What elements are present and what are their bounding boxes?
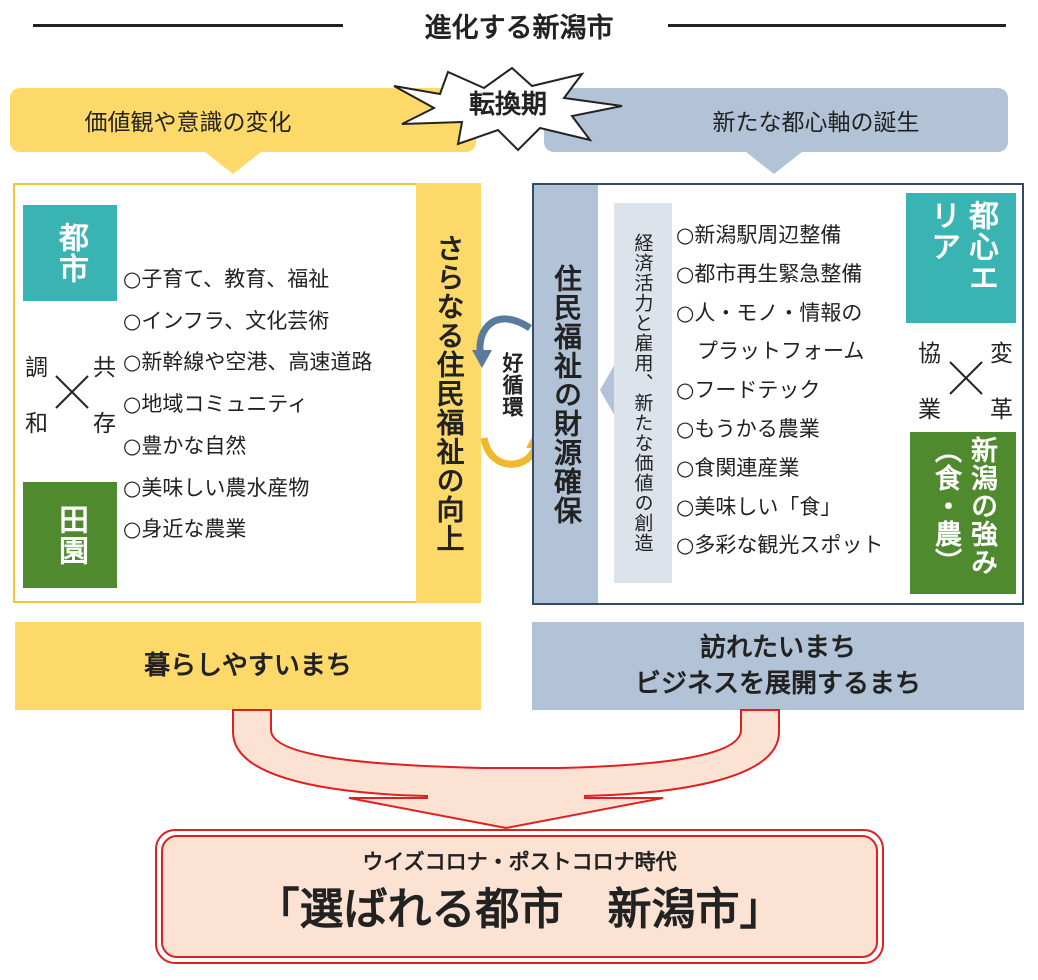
burst-shape (393, 66, 623, 152)
right-list-item: ○人・モノ・情報の (676, 300, 863, 325)
niigata-strength-label: 新潟の強み（食・農） (930, 436, 997, 576)
toshi-box: 都市 (23, 205, 117, 301)
right-list-item: ○新潟駅周辺整備 (676, 223, 842, 247)
right-vertical-label: 住民福祉の財源確保 (550, 263, 583, 525)
toshi-label: 都市 (53, 222, 88, 284)
left-list: ○子育て、教育、福祉 ○インフラ、文化芸術 ○新幹線や空港、高速道路 ○地域コミ… (123, 259, 372, 551)
right-list-item: ○食関連産業 (676, 455, 800, 480)
footer-right-line1: 訪れたいまち (699, 633, 856, 663)
transition-label: 転換期 (468, 90, 547, 120)
title-rule-left (33, 24, 343, 27)
bottom-box (155, 829, 884, 964)
right-list-item: ○もうかる農業 (676, 416, 820, 441)
footer-left: 暮らしやすいまち (15, 622, 481, 710)
left-list-item: ○豊かな自然 (123, 433, 247, 458)
arrow-down-left (205, 152, 261, 174)
toshin-area-box: 都心エリア (906, 193, 1016, 323)
left-list-item: ○地域コミュニティ (123, 392, 309, 417)
right-list-item: ○都市再生緊急整備 (676, 261, 863, 286)
right-cross-bl: 業 (918, 397, 941, 423)
right-cross-br: 革 (990, 397, 1013, 423)
merge-arrow (232, 709, 780, 830)
right-cross-tr: 変 (990, 341, 1013, 367)
bottom-headline: 「選ばれる都市 新潟市」 (255, 884, 784, 935)
cycle-label: 好循環 (500, 352, 524, 418)
left-cross-br: 存 (93, 411, 116, 437)
arrow-down-right (746, 152, 802, 174)
left-list-item: ○子育て、教育、福祉 (123, 267, 330, 291)
left-cross-mark (55, 375, 89, 409)
denen-label: 田園 (53, 504, 88, 566)
niigata-strength-box: 新潟の強み（食・農） (910, 432, 1016, 594)
right-vertical-band: 住民福祉の財源確保 (534, 185, 598, 603)
left-list-item: ○新幹線や空港、高速道路 (123, 350, 373, 375)
toshin-area-label: 都心エリア (925, 200, 998, 293)
inner-vertical-band: 経済活力と雇用、新たな価値の創造 (614, 203, 672, 583)
left-cross-tr: 共 (93, 355, 116, 381)
bottom-inner-box (161, 835, 878, 958)
bottom-subtitle: ウイズコロナ・ポストコロナ時代 (362, 850, 677, 874)
right-list: ○新潟駅周辺整備 ○都市再生緊急整備 ○人・モノ・情報の プラットフォーム ○フ… (676, 216, 883, 565)
left-list-item: ○身近な農業 (123, 517, 247, 542)
right-list-item: ○フードテック (676, 378, 821, 403)
footer-right-line2: ビジネスを展開するまち (634, 669, 921, 699)
left-cross-tl: 調 (25, 355, 48, 381)
right-list-item: ○美味しい「食」 (676, 494, 842, 519)
left-vertical-label: さらなる住民福祉の向上 (432, 233, 466, 553)
inner-vertical-label: 経済活力と雇用、新たな価値の創造 (631, 233, 654, 553)
left-list-item: ○インフラ、文化芸術 (123, 308, 330, 333)
footer-left-label: 暮らしやすいまち (144, 651, 352, 681)
right-list-item: プラットフォーム (676, 339, 865, 364)
header-left: 価値観や意識の変化 (10, 88, 476, 152)
left-list-item: ○美味しい農水産物 (123, 475, 310, 500)
denen-box: 田園 (23, 482, 117, 588)
right-cross-mark (949, 361, 983, 395)
left-vertical-band: さらなる住民福祉の向上 (416, 183, 481, 603)
header-right: 新たな都心軸の誕生 (544, 88, 1008, 152)
left-cross-bl: 和 (25, 411, 48, 437)
right-list-item: ○多彩な観光スポット (676, 533, 884, 558)
right-cross-tl: 協 (918, 341, 941, 367)
page-title: 進化する新潟市 (424, 13, 614, 44)
left-pointing-triangle (600, 362, 616, 418)
footer-right: 訪れたいまち ビジネスを展開するまち (532, 622, 1024, 710)
title-rule-right (668, 24, 1006, 27)
